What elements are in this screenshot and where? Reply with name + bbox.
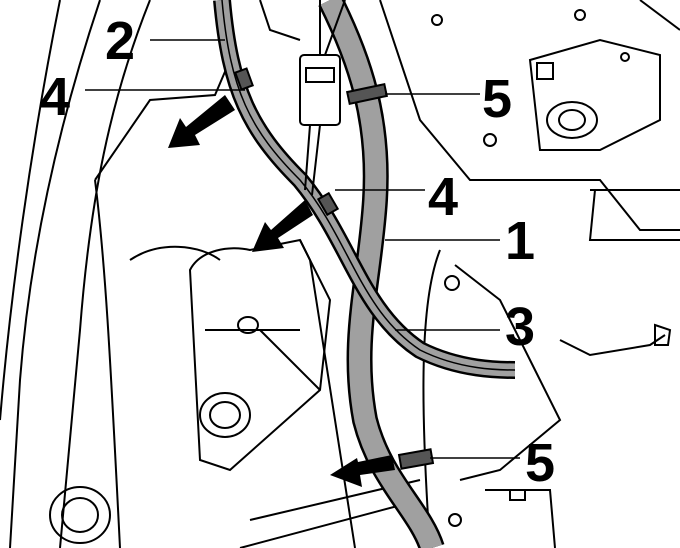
callout-5-top: 5 xyxy=(482,69,513,129)
direction-arrows xyxy=(168,95,395,487)
harness-3 xyxy=(213,0,516,379)
leader-lines xyxy=(85,39,520,459)
callout-5-bottom: 5 xyxy=(525,433,556,493)
connector-2 xyxy=(299,0,346,196)
arrow-icon xyxy=(252,200,313,252)
callout-4-middle: 4 xyxy=(428,167,459,227)
callout-2: 2 xyxy=(105,11,136,71)
arrow-icon xyxy=(330,455,395,487)
callout-1: 1 xyxy=(505,211,536,271)
cable-ties xyxy=(234,67,435,470)
callout-3: 3 xyxy=(505,297,536,357)
arrow-icon xyxy=(168,95,235,148)
callout-4-top: 4 xyxy=(40,67,71,127)
